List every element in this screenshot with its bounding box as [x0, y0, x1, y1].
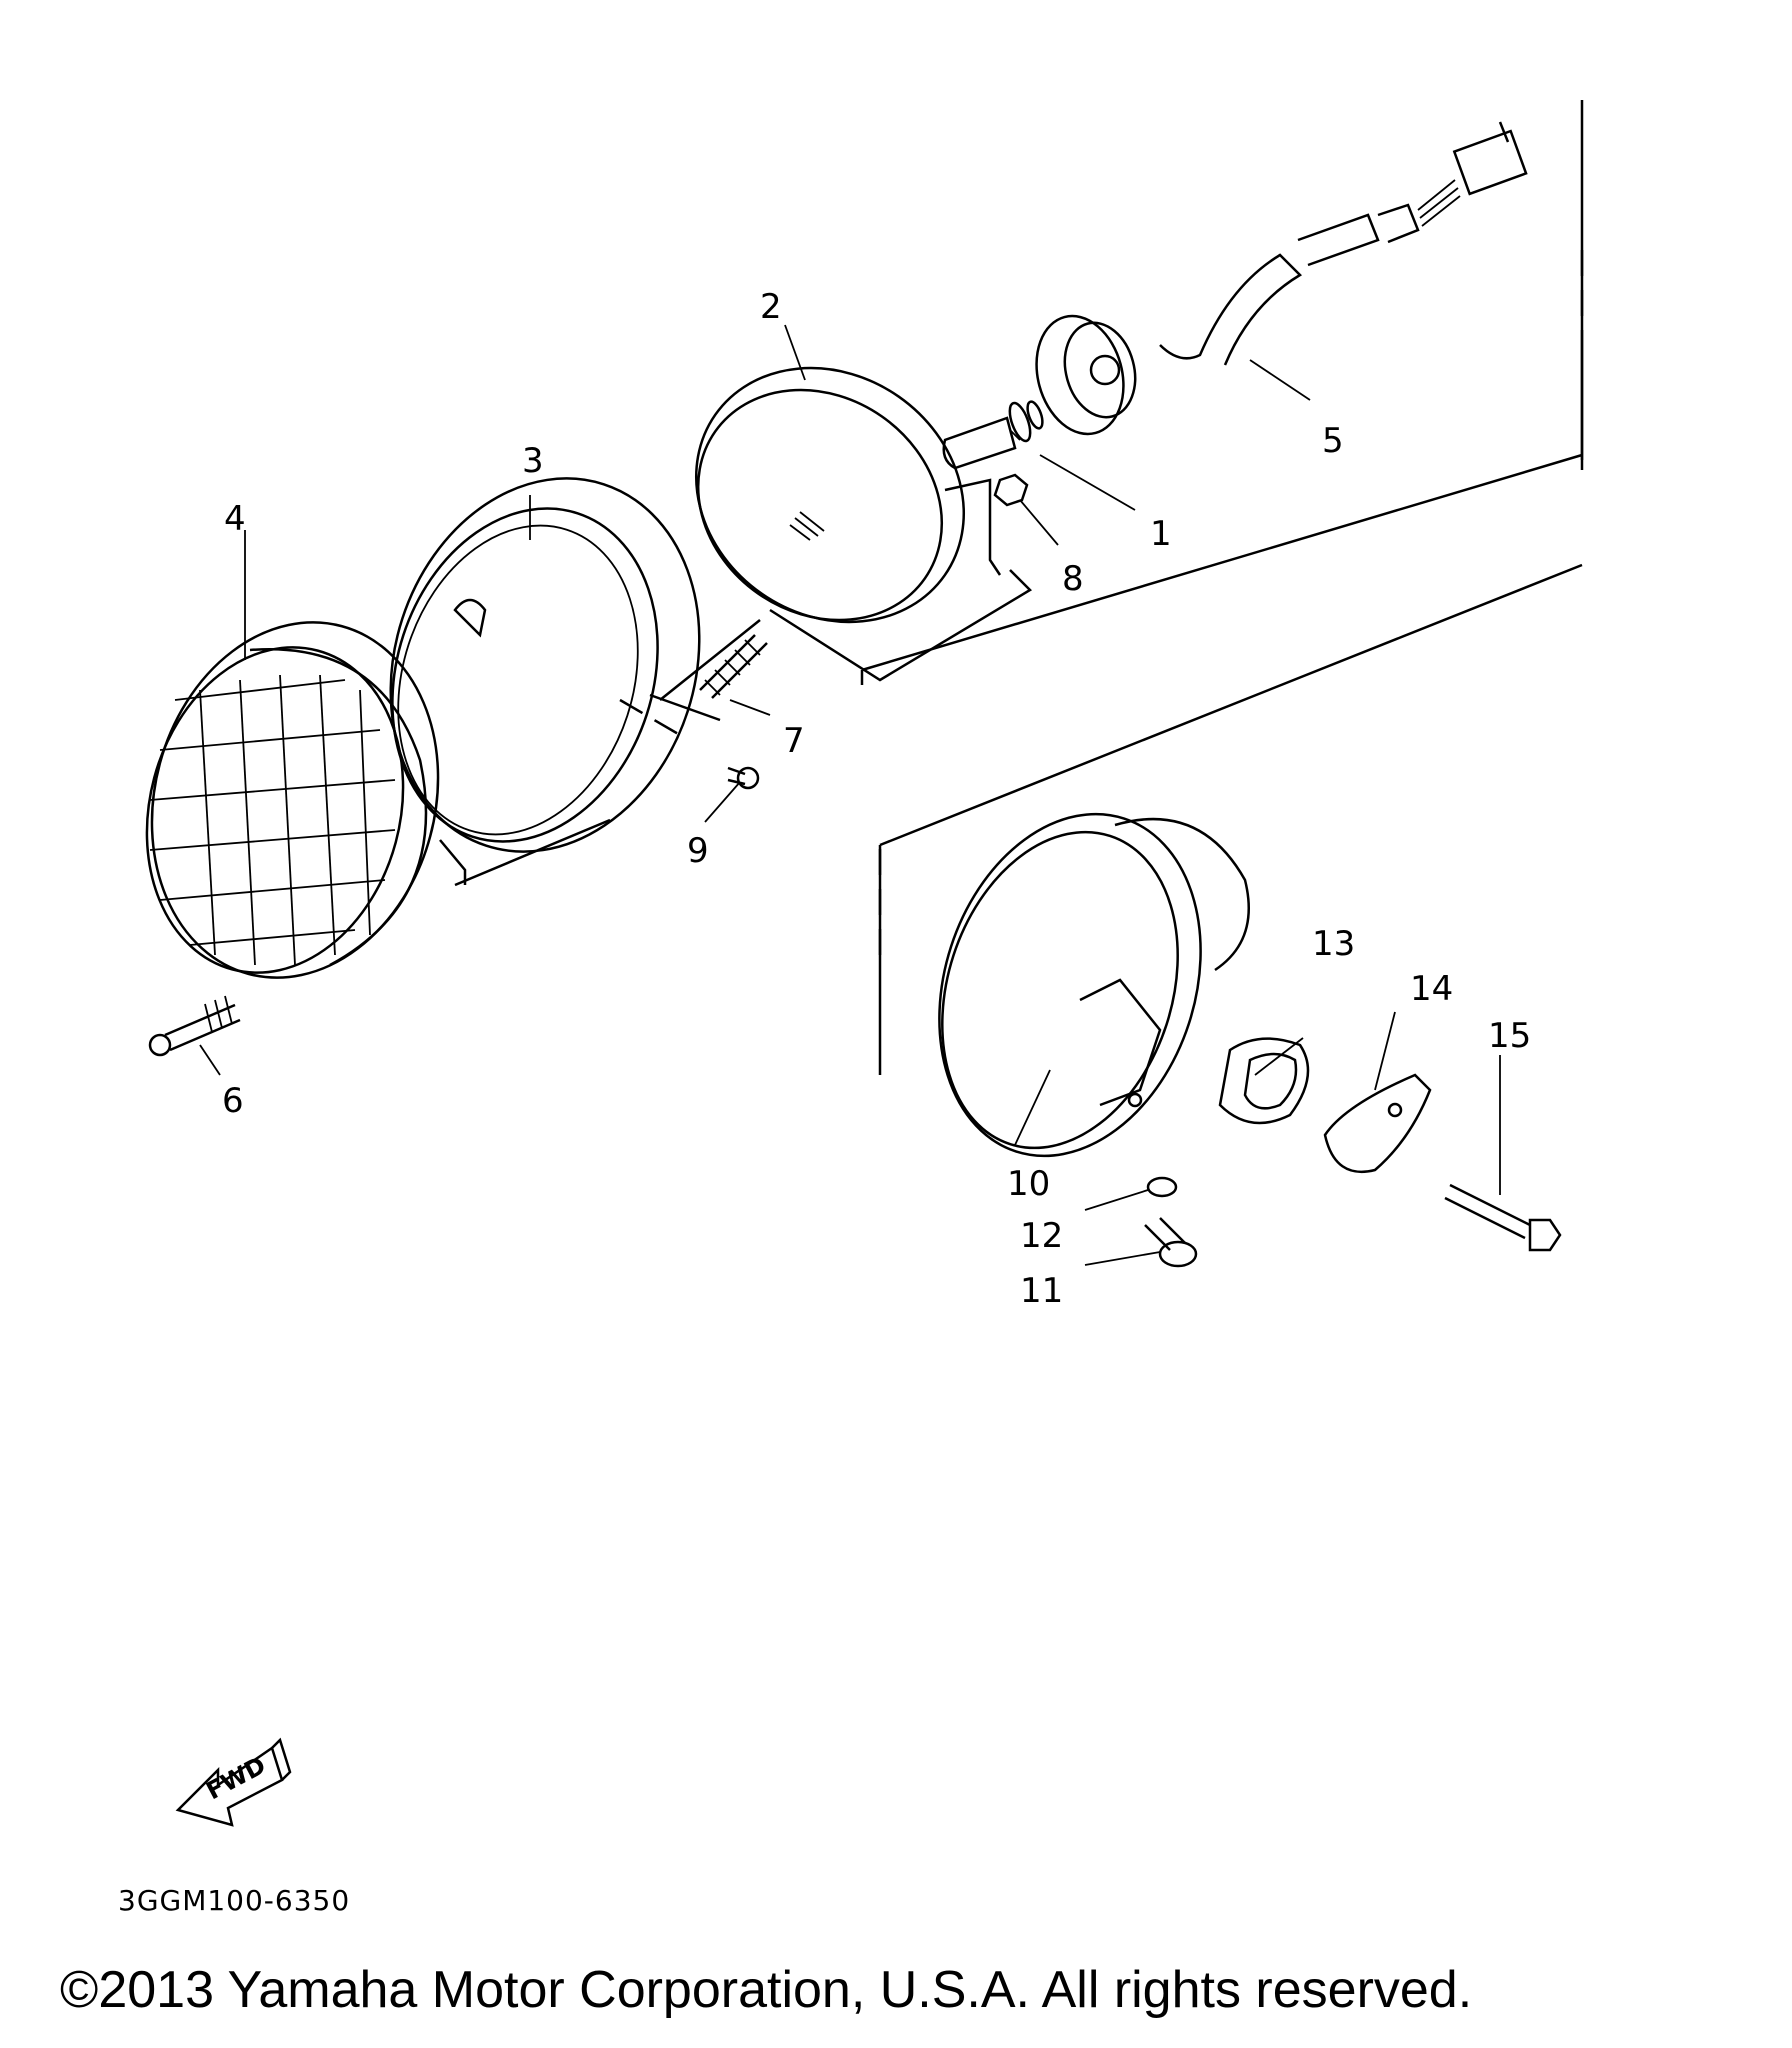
housing-bolt: [1444, 1183, 1562, 1252]
fwd-label: FWD: [202, 1751, 271, 1805]
fwd-arrow-icon: FWD: [175, 1737, 292, 1827]
callout-labels: 1 2 3 4 5 6 7 8 9 10 11 12 13 14 15: [222, 287, 1531, 1311]
callout-9: 9: [687, 831, 709, 871]
headlight-nut: [993, 473, 1029, 507]
socket-and-harness: [1035, 121, 1528, 436]
callout-15: 15: [1488, 1016, 1531, 1056]
callout-13: 13: [1312, 924, 1355, 964]
headlight-lens-unit: [694, 366, 1033, 682]
callout-6: 6: [222, 1081, 244, 1121]
grommet: [1218, 1037, 1310, 1125]
callout-14: 14: [1410, 969, 1453, 1009]
diagram-code: 3GGM100-6350: [118, 1884, 350, 1917]
headlight-rim: [389, 477, 761, 853]
assembly-outline: [860, 100, 1584, 1075]
rim-screw: [727, 766, 760, 790]
callout-1: 1: [1150, 514, 1172, 554]
headlight-guard-grille: [145, 621, 611, 979]
callout-8: 8: [1062, 559, 1084, 599]
washer: [1146, 1176, 1178, 1198]
callout-12: 12: [1020, 1216, 1063, 1256]
callout-3: 3: [522, 441, 544, 481]
callout-5: 5: [1322, 421, 1344, 461]
headlight-housing: [938, 812, 1250, 1158]
callout-10: 10: [1007, 1164, 1050, 1204]
headlight-bulb: [942, 400, 1044, 470]
copyright-notice: ©2013 Yamaha Motor Corporation, U.S.A. A…: [60, 1961, 1473, 2019]
callout-7: 7: [783, 721, 805, 761]
cover-plate: [1323, 1073, 1432, 1173]
callout-11: 11: [1020, 1271, 1063, 1311]
callout-2: 2: [760, 287, 782, 327]
callout-4: 4: [224, 499, 246, 539]
leader-lines: [199, 324, 1501, 1266]
guard-screw: [148, 995, 241, 1057]
housing-screw: [1144, 1217, 1198, 1268]
adjuster-spring: [699, 634, 768, 699]
